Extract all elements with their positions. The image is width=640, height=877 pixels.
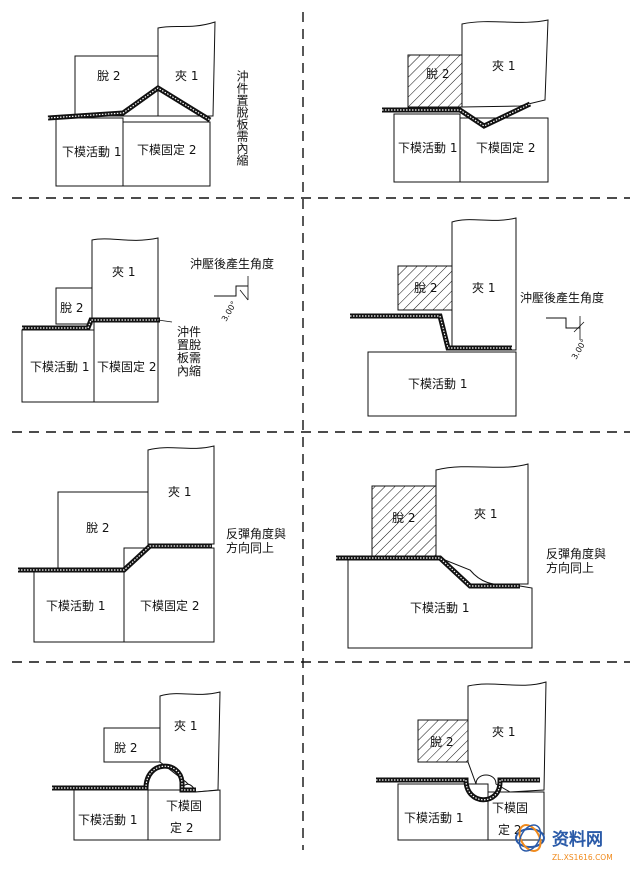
clamp-label: 夾 1	[492, 725, 515, 739]
stripper-block-hatched	[407, 54, 463, 108]
panel-2-right: 脫 2 夾 1 下模活動 1 沖壓後產生角度 3.00°	[350, 217, 604, 417]
inset-note-line-4: 內縮	[177, 363, 201, 378]
lower-fixed-label-a: 下模固	[166, 799, 202, 813]
angle-sketch	[546, 317, 580, 329]
clamp-block	[91, 237, 159, 319]
watermark-logo-icon	[515, 824, 545, 852]
lower-movable-block	[367, 351, 517, 417]
stripper-label: 脫 2	[97, 68, 120, 83]
lower-movable-label: 下模活動 1	[398, 141, 457, 155]
watermark-url: ZL.XS1616.COM	[552, 853, 613, 862]
watermark-brand: 资料网	[552, 829, 603, 850]
inset-note-line-1: 沖件	[177, 325, 201, 339]
stripper-block	[103, 727, 161, 763]
angle-note: 沖壓後產生角度	[520, 290, 604, 305]
lower-fixed-label-b: 定 2	[170, 820, 193, 835]
springback-note-line-1: 反彈角度與	[226, 526, 286, 541]
panel-4-right: 脫 2 夾 1 下模活動 1 下模固 定 2	[376, 681, 547, 841]
stripper-label: 脫 2	[114, 740, 137, 755]
lower-fixed-label: 下模固定 2	[97, 359, 156, 374]
clamp-block	[157, 21, 216, 117]
lower-movable-block	[393, 113, 461, 183]
lower-movable-label: 下模活動 1	[62, 145, 121, 159]
stripper-label: 脫 2	[414, 280, 437, 295]
stripper-block-hatched	[371, 485, 437, 557]
stripper-block	[74, 55, 159, 117]
lower-movable-label: 下模活動 1	[408, 377, 467, 391]
lower-movable-label: 下模活動 1	[46, 599, 105, 613]
stripper-label: 脫 2	[60, 300, 83, 315]
leader-line	[157, 319, 173, 323]
lower-fixed-block	[459, 117, 549, 183]
inset-note-line-2: 置脫	[177, 337, 201, 352]
clamp-block	[159, 691, 221, 793]
panel-1-left: 脫 2 夾 1 下模活動 1 下模固定 2 沖件置脫板需內縮	[47, 21, 249, 187]
clamp-label: 夾 1	[175, 69, 198, 83]
clamp-block	[461, 19, 549, 108]
lower-fixed-label-a: 下模固	[492, 801, 528, 815]
lower-fixed-block	[122, 121, 211, 187]
inset-note-line-3: 板需	[177, 351, 201, 365]
panel-1-right: 脫 2 夾 1 下模活動 1 下模固定 2	[382, 19, 549, 183]
lower-fixed-label: 下模固定 2	[137, 142, 196, 157]
stripper-label: 脫 2	[86, 520, 109, 535]
springback-note-line-1: 反彈角度與	[546, 546, 606, 561]
clamp-block	[451, 217, 517, 351]
clamp-label: 夾 1	[472, 281, 495, 295]
inset-note-vertical: 沖件置脫板需內縮	[235, 70, 249, 166]
sheet-metal	[52, 763, 196, 793]
angle-sketch	[214, 285, 248, 297]
grid-separators	[12, 12, 630, 850]
stripper-label: 脫 2	[392, 510, 415, 525]
clamp-block	[435, 463, 529, 585]
lower-movable-block	[55, 117, 124, 187]
lower-fixed-label-b: 定 2	[498, 822, 521, 837]
clamp-label: 夾 1	[112, 265, 135, 279]
lower-movable-label: 下模活動 1	[410, 601, 469, 615]
springback-note-line-2: 方向同上	[226, 540, 274, 555]
stripper-block-hatched	[417, 719, 469, 763]
lower-movable-label: 下模活動 1	[78, 813, 137, 827]
angle-value: 3.00°	[220, 300, 239, 323]
panel-3-right: 脫 2 夾 1 下模活動 1 反彈角度與 方向同上	[336, 463, 606, 649]
panel-3-left: 脫 2 夾 1 下模活動 1 下模固定 2 反彈角度與 方向同上	[18, 445, 286, 643]
clamp-block	[147, 445, 215, 545]
stripper-label: 脫 2	[430, 734, 453, 749]
panel-4-left: 脫 2 夾 1 下模活動 1 下模固 定 2	[52, 691, 221, 841]
clamp-label: 夾 1	[492, 59, 515, 73]
watermark: 资料网 ZL.XS1616.COM	[515, 824, 613, 862]
angle-value: 3.00°	[570, 338, 589, 361]
lower-movable-block	[73, 789, 149, 841]
lower-movable-label: 下模活動 1	[30, 360, 89, 374]
stripper-label: 脫 2	[426, 66, 449, 81]
lower-movable-label: 下模活動 1	[404, 811, 463, 825]
lower-fixed-block	[123, 547, 215, 643]
stripper-block	[55, 287, 93, 325]
panel-2-left: 脫 2 夾 1 下模活動 1 下模固定 2 沖件 置脫 板需 內縮 沖壓後產生角…	[21, 237, 274, 403]
clamp-label: 夾 1	[168, 485, 191, 499]
clamp-block	[467, 681, 547, 793]
springback-note-line-2: 方向同上	[546, 560, 594, 575]
lower-fixed-label: 下模固定 2	[140, 598, 199, 613]
angle-note: 沖壓後產生角度	[190, 256, 274, 271]
clamp-label: 夾 1	[474, 507, 497, 521]
lower-fixed-block	[93, 321, 159, 403]
lower-fixed-label: 下模固定 2	[476, 140, 535, 155]
clamp-label: 夾 1	[174, 719, 197, 733]
